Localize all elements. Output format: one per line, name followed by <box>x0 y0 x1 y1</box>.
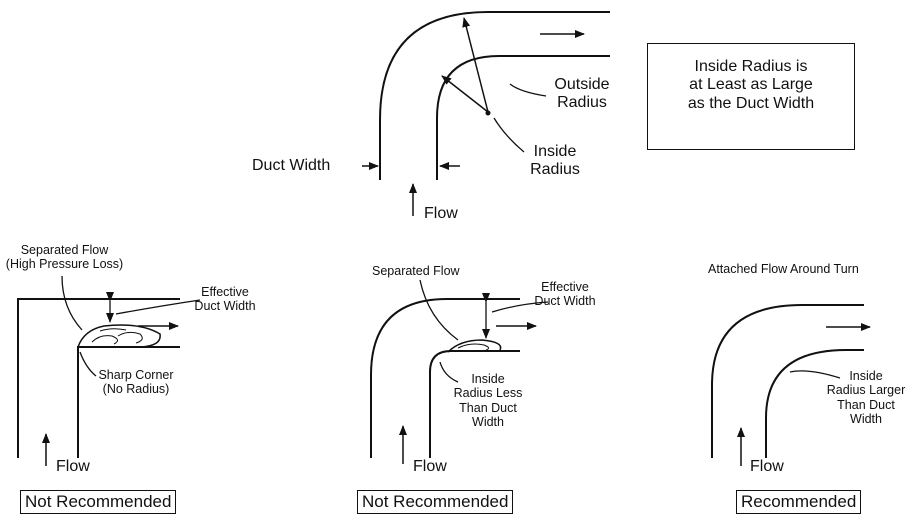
p2-effective-width-label: Effective Duct Width <box>534 280 596 309</box>
p3-attached-flow-label: Attached Flow Around Turn <box>708 262 859 276</box>
p2-outer-wall <box>370 298 520 458</box>
p3-inside-leader <box>789 370 841 379</box>
p3-outer-wall <box>711 304 864 458</box>
top-outside-radius-leader <box>509 83 547 97</box>
p2-inner-wall <box>429 350 520 458</box>
p2-flow-label: Flow <box>413 458 447 475</box>
p2-inside-radius-label: Inside Radius Less Than Duct Width <box>453 372 523 430</box>
p3-inner-wall <box>765 349 864 458</box>
top-inside-radius-line <box>441 75 489 113</box>
p2-effective-leader <box>491 301 549 313</box>
p2-separated-flow-label: Separated Flow <box>372 264 460 278</box>
top-radius-center <box>485 110 491 116</box>
p1-separated-flow-label: Separated Flow (High Pressure Loss) <box>5 243 124 272</box>
p3-verdict-tag: Recommended <box>736 490 862 515</box>
top-flow-label: Flow <box>424 205 458 222</box>
p2-verdict-tag: Not Recommended <box>357 490 514 515</box>
note-line-3: as the Duct Width <box>687 94 815 112</box>
p1-sharp-corner-label: Sharp Corner (No Radius) <box>98 368 174 397</box>
top-duct-inner-wall <box>436 55 610 180</box>
p3-flow-label: Flow <box>750 458 784 475</box>
p3-inside-radius-label: Inside Radius Larger Than Duct Width <box>826 369 906 427</box>
note-line-1: Inside Radius is <box>694 58 808 75</box>
p1-inner-wall <box>77 346 180 458</box>
p1-effective-width-label: Effective Duct Width <box>194 285 256 314</box>
inside-radius-label: Inside Radius <box>530 143 580 179</box>
p1-effective-leader <box>115 299 201 315</box>
p1-separation-bubble <box>77 324 161 348</box>
p2-inside-leader <box>439 361 459 383</box>
p1-verdict-tag: Not Recommended <box>20 490 177 515</box>
p2-separated-leader <box>419 279 459 341</box>
p1-corner-leader <box>79 351 97 377</box>
p1-flow-label: Flow <box>56 458 90 475</box>
outside-radius-label: Outside Radius <box>554 76 610 112</box>
top-duct-outer-wall <box>379 11 610 180</box>
p1-separated-leader <box>61 275 83 331</box>
top-outside-radius-line <box>462 17 489 113</box>
p1-outer-wall <box>17 298 180 458</box>
top-inside-radius-leader <box>493 117 525 153</box>
note-line-2: at Least as Large <box>689 76 813 94</box>
requirement-note-box: Inside Radius is at Least as Large as th… <box>647 43 855 150</box>
p2-separation-bubble <box>447 339 502 353</box>
duct-width-label: Duct Width <box>252 157 331 174</box>
